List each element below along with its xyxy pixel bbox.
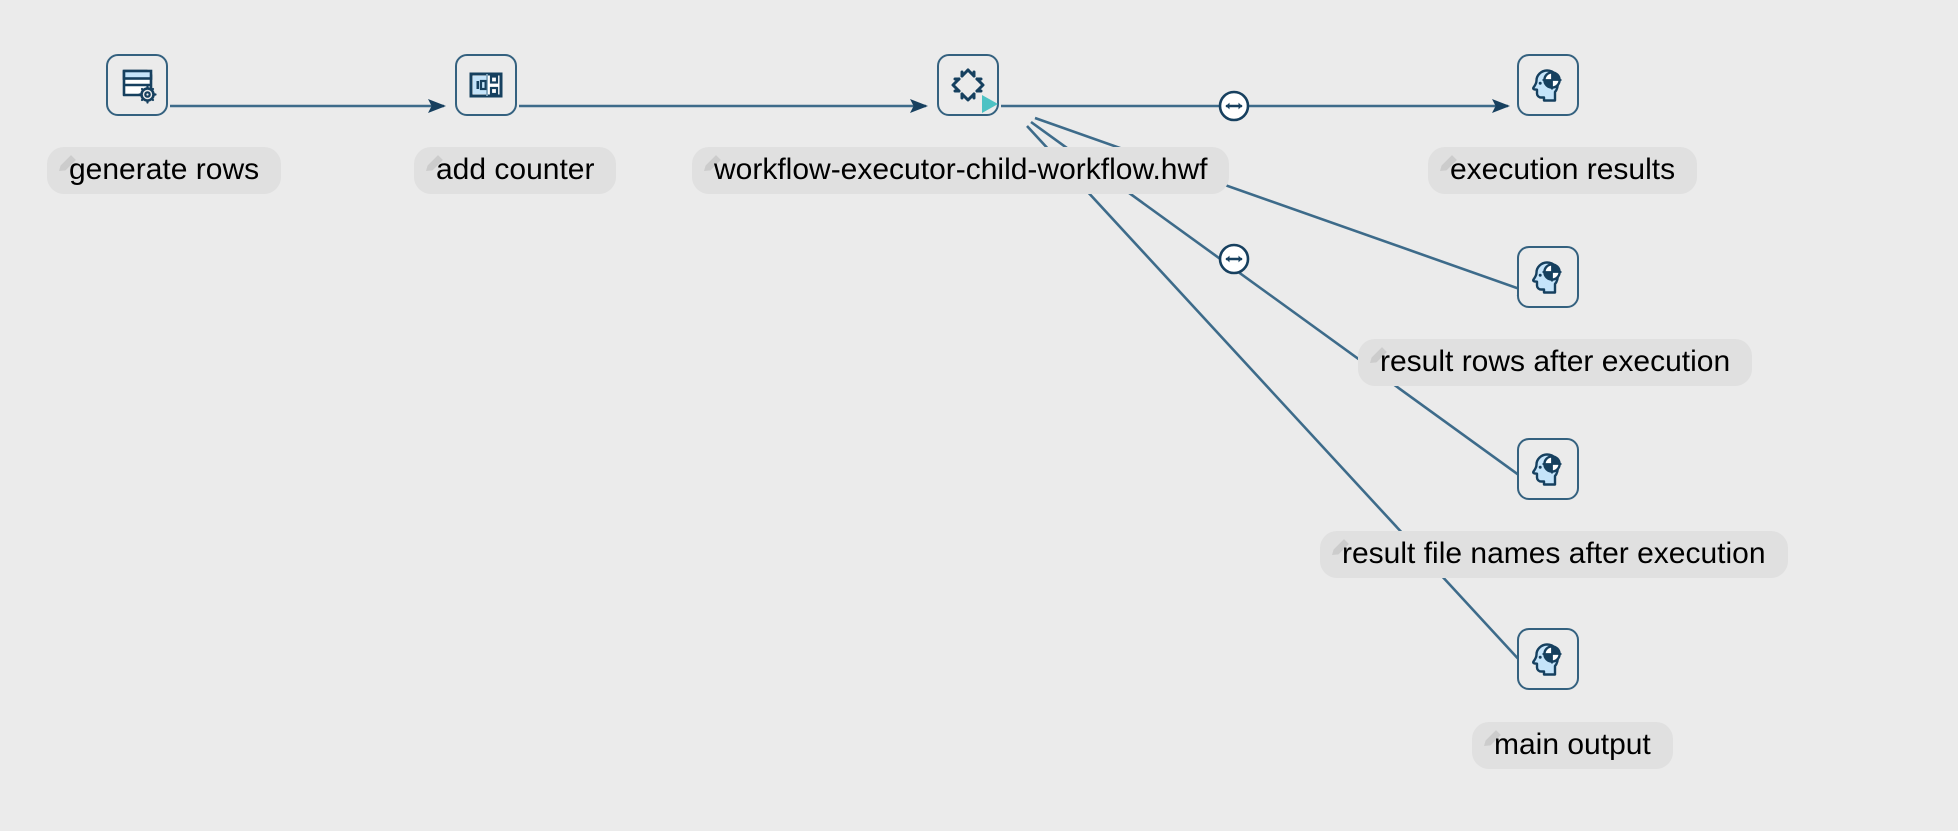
label-workflow-executor[interactable]: workflow-executor-child-workflow.hwf	[692, 147, 1230, 194]
head-target-icon	[1528, 449, 1568, 489]
pencil-icon	[699, 150, 725, 176]
workflow-executor-icon	[948, 65, 988, 105]
label-generate-rows[interactable]: generate rows	[47, 147, 282, 194]
label-text: execution results	[1450, 152, 1676, 186]
node-add-counter[interactable]	[455, 54, 517, 116]
node-generate-rows[interactable]	[106, 54, 168, 116]
label-text: add counter	[436, 152, 595, 186]
head-target-icon	[1528, 639, 1568, 679]
node-workflow-executor-child-workflow[interactable]	[937, 54, 999, 116]
label-result-file-names-after-execution[interactable]: result file names after execution	[1320, 531, 1788, 578]
add-counter-icon	[467, 66, 505, 104]
double-arrow-circle-icon	[1218, 243, 1250, 275]
label-result-rows-after-execution[interactable]: result rows after execution	[1358, 339, 1753, 386]
label-execution-results[interactable]: execution results	[1428, 147, 1698, 194]
label-text: generate rows	[69, 152, 260, 186]
edge-workflow-executor-to-main-output[interactable]	[1026, 125, 1536, 678]
node-execution-results[interactable]	[1517, 54, 1579, 116]
edge-workflow-executor-to-execution-results[interactable]	[1001, 90, 1510, 122]
label-text: result rows after execution	[1380, 344, 1731, 378]
head-target-icon	[1528, 65, 1568, 105]
label-text: result file names after execution	[1342, 536, 1766, 570]
double-arrow-circle-icon	[1218, 90, 1250, 122]
node-result-file-names-after-execution[interactable]	[1517, 438, 1579, 500]
table-gear-icon	[117, 65, 157, 105]
pencil-icon	[421, 150, 447, 176]
label-main-output[interactable]: main output	[1472, 722, 1673, 769]
label-text: workflow-executor-child-workflow.hwf	[714, 152, 1208, 186]
node-result-rows-after-execution[interactable]	[1517, 246, 1579, 308]
edge-workflow-executor-to-result-rows[interactable]	[1034, 116, 1536, 296]
pencil-icon	[54, 150, 80, 176]
label-add-counter[interactable]: add counter	[414, 147, 617, 194]
label-text: main output	[1494, 727, 1651, 761]
play-badge-icon[interactable]	[980, 93, 1000, 115]
pencil-icon	[1479, 725, 1505, 751]
node-main-output[interactable]	[1517, 628, 1579, 690]
head-target-icon	[1528, 257, 1568, 297]
